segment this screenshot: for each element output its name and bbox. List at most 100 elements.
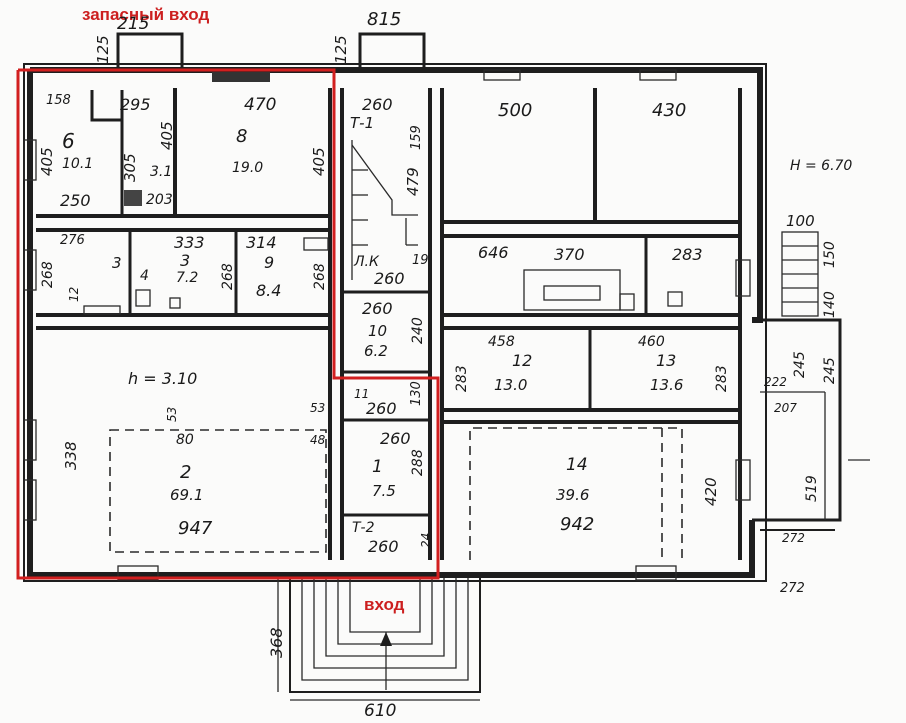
room-9-area: 8.4 <box>256 281 281 300</box>
dim-272b: 272 <box>780 581 805 596</box>
room-13-number: 13 <box>656 351 676 370</box>
room-8-area: 19.0 <box>232 160 263 176</box>
dim-458: 458 <box>488 334 515 350</box>
dim-19: 19 <box>412 253 429 268</box>
room-2-area: 69.1 <box>170 486 203 504</box>
highlight-outline <box>16 68 440 580</box>
dim-80: 80 <box>176 432 194 448</box>
dim-276: 276 <box>60 233 85 248</box>
dim-405c: 405 <box>310 147 328 176</box>
dim-159: 159 <box>409 125 424 150</box>
dim-295: 295 <box>120 95 151 114</box>
dim-11: 11 <box>354 387 369 401</box>
code-lk: Л.К <box>353 254 380 270</box>
dim-305: 305 <box>121 153 139 182</box>
dim-53b: 53 <box>310 401 325 415</box>
dim-260c: 260 <box>362 299 393 318</box>
room-6-number: 6 <box>62 129 75 153</box>
dim-260b: 260 <box>374 269 405 288</box>
dim-207: 207 <box>774 401 797 415</box>
dim-368: 368 <box>267 627 286 658</box>
dim-460: 460 <box>638 334 665 350</box>
interior-walls-right <box>440 88 742 560</box>
dim-203: 203 <box>146 192 173 208</box>
dim-338: 338 <box>62 441 80 470</box>
fixtures <box>83 190 683 315</box>
dim-470: 470 <box>244 95 276 115</box>
dim-24: 24 <box>419 533 433 548</box>
room-6-area: 10.1 <box>62 156 93 172</box>
dim-top-125b: 125 <box>332 35 350 64</box>
dim-283b: 283 <box>454 365 470 392</box>
dim-100: 100 <box>786 212 815 230</box>
room-2-height: h = 3.10 <box>128 369 197 388</box>
entrance-label: вход <box>364 595 405 614</box>
dim-947: 947 <box>178 518 213 539</box>
room-14-number: 14 <box>566 455 588 475</box>
dim-222: 222 <box>764 375 787 389</box>
entrance-steps <box>277 578 481 701</box>
dim-top-125a: 125 <box>94 35 112 64</box>
dim-405a: 405 <box>38 147 56 176</box>
dim-646: 646 <box>478 243 509 262</box>
room-1-area: 7.5 <box>372 482 396 500</box>
room-12-number: 12 <box>512 351 532 370</box>
dim-53a: 53 <box>165 407 179 422</box>
dim-12: 12 <box>67 287 81 302</box>
room-3-side-number: 3 <box>112 254 122 272</box>
room-2-number: 2 <box>180 462 191 483</box>
dim-158: 158 <box>46 93 71 108</box>
room-9-number: 9 <box>264 253 274 272</box>
room-8-number: 8 <box>236 126 247 147</box>
dim-268c: 268 <box>312 263 328 290</box>
dim-260a: 260 <box>362 95 393 114</box>
emergency-exit-label: запасный вход <box>82 5 209 24</box>
dim-479: 479 <box>404 167 422 196</box>
code-t2: Т-2 <box>352 520 375 536</box>
dim-942: 942 <box>560 514 594 535</box>
height-note: H = 6.70 <box>790 158 852 174</box>
stair-column <box>342 88 432 560</box>
code-t1: Т-1 <box>350 114 374 132</box>
dim-250a: 250 <box>60 191 91 210</box>
dim-240: 240 <box>410 317 426 344</box>
room-12-area: 13.0 <box>494 376 527 394</box>
dim-283a: 283 <box>672 245 703 264</box>
annex <box>752 231 870 531</box>
dim-260e: 260 <box>380 429 411 448</box>
dim-500: 500 <box>498 100 532 121</box>
room-7-area: 3.1 <box>150 164 172 180</box>
room-3-area: 7.2 <box>176 270 198 286</box>
room-3-number: 3 <box>180 251 190 270</box>
dim-333: 333 <box>174 233 205 252</box>
room-1-number: 1 <box>372 457 383 477</box>
dim-140: 140 <box>822 291 838 318</box>
windows <box>23 69 751 581</box>
dim-288: 288 <box>410 449 426 476</box>
dim-283c: 283 <box>714 365 730 392</box>
dim-610: 610 <box>364 701 396 721</box>
dim-272a: 272 <box>782 531 805 545</box>
interior-walls-left <box>36 88 344 560</box>
dim-245a: 245 <box>792 351 808 378</box>
dim-370: 370 <box>554 245 585 264</box>
dim-420: 420 <box>702 477 720 506</box>
dim-314: 314 <box>246 233 277 252</box>
dim-48: 48 <box>310 433 326 447</box>
dim-260f: 260 <box>368 537 399 556</box>
dim-260d: 260 <box>366 399 397 418</box>
dashed-outlines <box>109 427 683 560</box>
dim-268a: 268 <box>40 261 56 288</box>
room-14-area: 39.6 <box>556 486 589 504</box>
dim-top-815: 815 <box>367 9 401 30</box>
dim-405b: 405 <box>158 121 176 150</box>
room-10-number: 10 <box>368 322 387 340</box>
dim-130: 130 <box>409 381 424 406</box>
dim-268b: 268 <box>220 263 236 290</box>
dim-245b: 245 <box>822 357 838 384</box>
dim-top-215: 215 <box>117 14 149 34</box>
dim-150: 150 <box>822 241 838 268</box>
dim-430: 430 <box>652 100 686 121</box>
